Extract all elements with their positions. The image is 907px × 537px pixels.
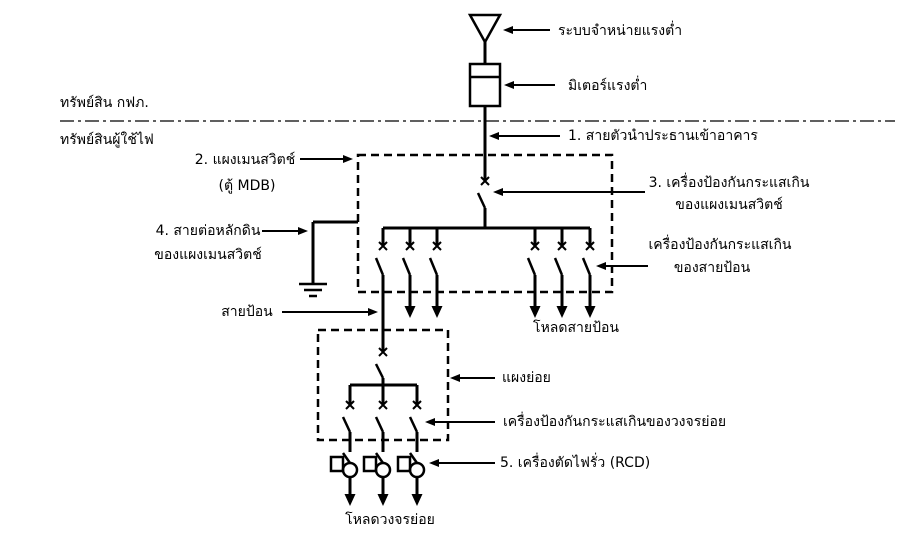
rcd-core-circle: [408, 461, 426, 479]
rcd-sensing-box: [396, 455, 412, 473]
branch-load-label: โหลดวงจรย่อย: [345, 511, 435, 528]
feeder-load-label: โหลดสายป้อน: [533, 319, 619, 336]
rcd-sensing-box: [329, 455, 345, 473]
ground-symbol: [299, 282, 327, 298]
breaker-x-mark: [412, 400, 422, 410]
breaker-x-mark: [345, 400, 355, 410]
main-ocpd-label-line2: ของแผงเมนสวิตช์: [675, 196, 782, 213]
rcd-symbol: [396, 452, 426, 479]
grounding-label-line1: 4. สายต่อหลักดิน: [156, 223, 261, 239]
branch-ocpd-label: เครื่องป้องกันกระแสเกินของวงจรย่อย: [503, 412, 726, 430]
feeder-breaker-1: [374, 228, 388, 352]
lv-meter-label: มิเตอร์แรงต่ำ: [568, 76, 647, 94]
rcd-symbol: [329, 452, 359, 479]
breaker-contact: [374, 363, 385, 379]
rcd-sensing-box: [362, 455, 378, 473]
rcd-contact: [374, 452, 385, 464]
feeder-breaker-4: [526, 228, 541, 318]
rcd-symbol: [362, 452, 392, 479]
breaker-x-mark: [405, 241, 415, 251]
breaker-contact: [401, 257, 412, 276]
grounding-conductor: [311, 220, 358, 284]
utility-assets-label: ทรัพย์สิน กฟภ.: [60, 94, 149, 111]
breaker-x-mark: [378, 241, 388, 251]
rcd-label: 5. เครื่องตัดไฟรั่ว (RCD): [500, 453, 650, 471]
breaker-x-mark: [530, 241, 540, 251]
breaker-x-mark: [585, 241, 595, 251]
breaker-x-mark: [432, 241, 442, 251]
breaker-contact: [476, 192, 487, 209]
grounding-label-line2: ของแผงเมนสวิตช์: [154, 246, 261, 263]
lv-distribution-label: ระบบจำหน่ายแรงต่ำ: [558, 21, 682, 39]
feeder-breaker-3: [428, 228, 443, 318]
branch-circuit-2: [362, 385, 392, 506]
breaker-x-mark: [378, 400, 388, 410]
breaker-contact: [374, 257, 385, 276]
branch-circuit-3: [396, 385, 426, 506]
breaker-contact: [428, 257, 439, 276]
breaker-contact: [408, 416, 419, 433]
branch-circuit-1: [329, 385, 359, 506]
breaker-contact: [581, 257, 592, 276]
feeder-label: สายป้อน: [221, 304, 273, 320]
breaker-contact: [374, 416, 385, 433]
service-conductor-label: 1. สายตัวนำประธานเข้าอาคาร: [568, 128, 758, 144]
breaker-contact: [526, 257, 537, 276]
main-breaker-symbol: [476, 176, 490, 209]
feeder-breaker-5: [553, 228, 568, 318]
feeder-ocpd-label-line2: ของสายป้อน: [674, 260, 751, 276]
breaker-contact: [553, 257, 564, 276]
sub-panel-main-breaker: [374, 347, 388, 385]
breaker-contact: [341, 416, 352, 433]
lv-distribution-symbol: [467, 13, 503, 45]
customer-assets-label: ทรัพย์สินผู้ใช้ไฟ: [60, 131, 154, 148]
main-ocpd-label-line1: 3. เครื่องป้องกันกระแสเกิน: [649, 173, 810, 191]
mdb-label: (ตู้ MDB): [219, 178, 276, 194]
breaker-x-mark: [378, 347, 388, 357]
main-switchboard-label: 2. แผงเมนสวิตช์: [195, 151, 295, 168]
feeder-breaker-2: [401, 228, 416, 318]
lv-meter-symbol: [468, 62, 502, 108]
feeder-breaker-6: [581, 228, 596, 318]
rcd-contact: [408, 452, 419, 464]
breaker-x-mark: [557, 241, 567, 251]
meter-body: [468, 62, 502, 108]
breaker-x-mark: [480, 176, 490, 186]
sub-panel-label: แผงย่อย: [502, 370, 551, 386]
rcd-core-circle: [341, 461, 359, 479]
rcd-contact: [341, 452, 352, 464]
feeder-ocpd-label-line1: เครื่องป้องกันกระแสเกิน: [648, 235, 791, 253]
rcd-core-circle: [374, 461, 392, 479]
